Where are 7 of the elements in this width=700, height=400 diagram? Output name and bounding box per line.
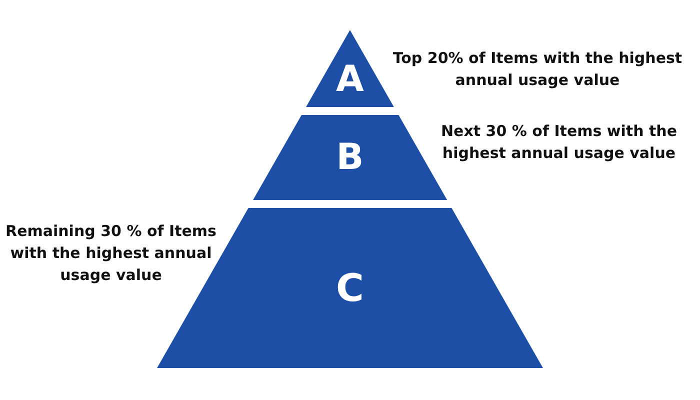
tier-letter: A <box>336 62 364 98</box>
tier-letter: B <box>336 140 364 176</box>
tier-letter: C <box>336 269 364 307</box>
tier-description: Top 20% of Items with the highest annual usage value <box>392 48 684 91</box>
tier-description: Next 30 % of Items with the highest annual usage value <box>440 121 678 164</box>
tier-description: Remaining 30 % of Items with the highest annual usage value <box>4 221 218 286</box>
pyramid-tier <box>306 30 394 107</box>
